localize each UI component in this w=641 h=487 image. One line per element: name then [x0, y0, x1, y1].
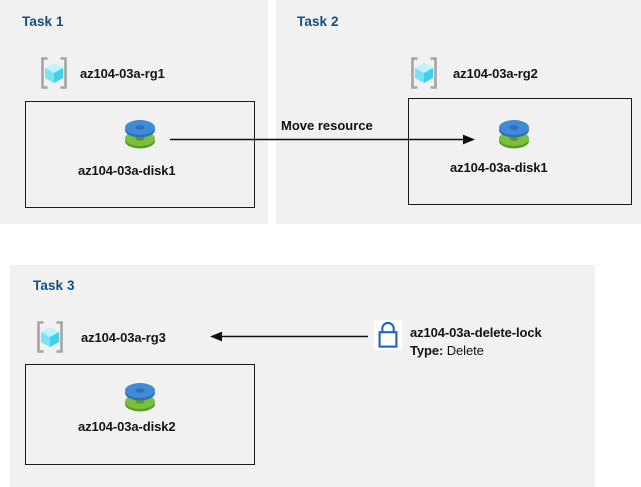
resource-group-icon	[37, 56, 71, 90]
resource-container-task-3	[25, 364, 255, 465]
panel-task-3-title: Task 3	[33, 278, 75, 293]
panel-task-1	[0, 0, 268, 224]
managed-disk-icon	[118, 376, 162, 418]
resource-container-task-2	[408, 98, 632, 205]
lock-label: az104-03a-delete-lock	[410, 325, 542, 340]
resource-group-label-rg2: az104-03a-rg2	[453, 66, 538, 81]
resource-group-label-rg1: az104-03a-rg1	[80, 66, 165, 81]
managed-disk-icon	[118, 113, 162, 155]
resource-group-icon	[33, 320, 67, 354]
panel-task-2-title: Task 2	[297, 14, 339, 29]
panel-task-3	[10, 265, 595, 487]
resource-label-task-2-disk: az104-03a-disk1	[450, 160, 548, 175]
connector-lock-applied	[210, 329, 368, 345]
panel-task-2	[276, 0, 641, 224]
resource-container-task-1	[25, 101, 255, 208]
lock-type-value: Delete	[446, 343, 484, 358]
connector-move-resource	[170, 132, 475, 148]
lock-type-key: Type:	[410, 343, 444, 358]
resource-group-icon	[407, 56, 441, 90]
managed-disk-icon	[492, 113, 536, 155]
lock-type-row: Type: Delete	[410, 343, 484, 358]
resource-label-task-1-disk: az104-03a-disk1	[78, 163, 176, 178]
connector-move-resource-label: Move resource	[281, 118, 373, 133]
resource-label-task-3-disk: az104-03a-disk2	[78, 419, 176, 434]
resource-group-label-rg3: az104-03a-rg3	[81, 330, 166, 345]
lock-icon	[374, 320, 402, 350]
panel-task-1-title: Task 1	[22, 14, 64, 29]
